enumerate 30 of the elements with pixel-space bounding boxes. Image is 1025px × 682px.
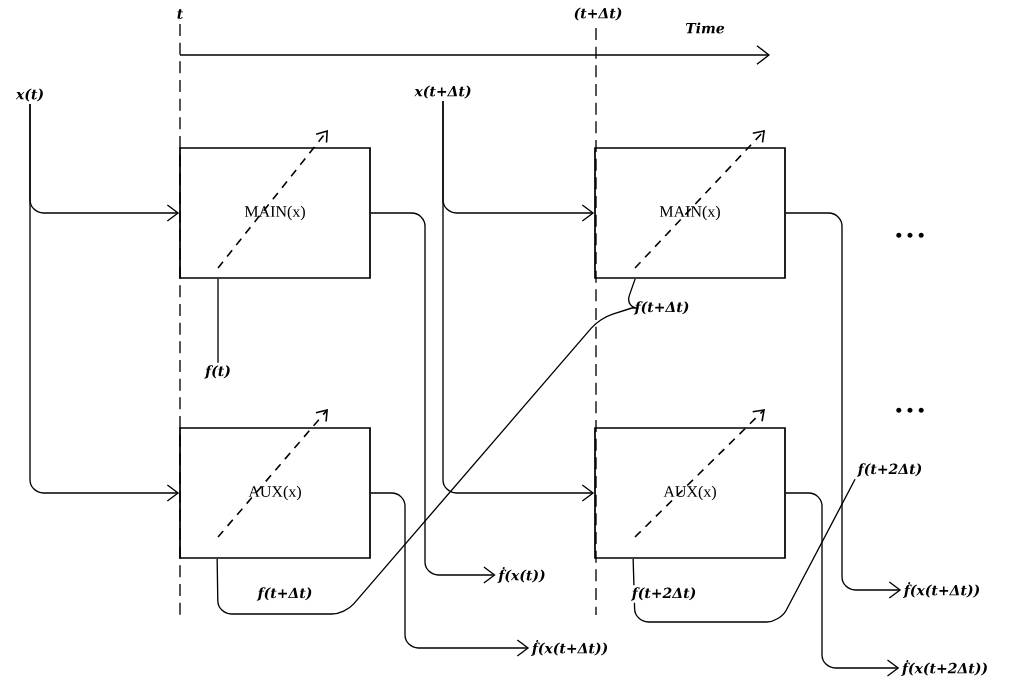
connector xyxy=(370,492,530,657)
signal-label: f(t+2Δt) xyxy=(856,463,922,477)
signal-label: f(t) xyxy=(204,365,230,379)
process-box: AUX(x) xyxy=(594,427,786,559)
ellipsis: • • • xyxy=(896,407,924,413)
connector xyxy=(442,100,595,502)
connector xyxy=(216,307,633,615)
axis-label: Time xyxy=(685,22,725,34)
signal-label: f(t+Δt) xyxy=(633,301,689,315)
signal-label: x(t+Δt) xyxy=(414,85,471,99)
connector xyxy=(628,278,639,309)
signal-label: ḟ(x(t+2Δt)) xyxy=(901,660,987,676)
time-mark: t xyxy=(177,9,184,19)
process-box: MAIN(x) xyxy=(179,147,371,279)
signal-label: x(t) xyxy=(15,88,43,102)
connector xyxy=(785,492,900,677)
edge-label: f(t+Δt) xyxy=(255,585,315,603)
signal-label: ḟ(x(t+Δt)) xyxy=(902,582,979,598)
connector xyxy=(29,103,180,502)
process-box: MAIN(x) xyxy=(594,147,786,279)
connector xyxy=(632,478,856,623)
connector xyxy=(370,212,496,584)
connector xyxy=(217,278,219,364)
ellipsis: • • • xyxy=(896,232,924,238)
connector xyxy=(785,212,902,599)
signal-label: ḟ(x(t+Δt)) xyxy=(530,640,607,656)
edge-label: f(t+2Δt) xyxy=(629,585,699,603)
signal-label: ḟ(x(t)) xyxy=(497,567,545,583)
process-box: AUX(x) xyxy=(179,427,371,559)
time-mark: (t+Δt) xyxy=(574,7,622,21)
